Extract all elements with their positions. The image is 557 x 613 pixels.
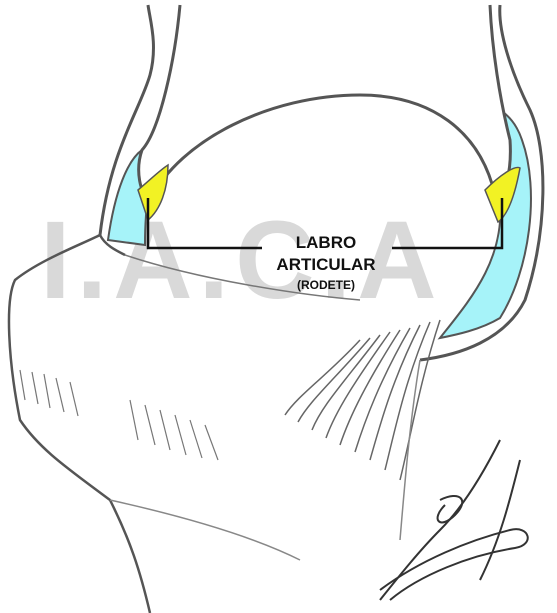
lower-capsule-outline xyxy=(110,360,420,560)
label-line-3: (RODETE) xyxy=(297,278,355,292)
label-line-2: ARTICULAR xyxy=(276,255,375,274)
capsule-fibers xyxy=(285,320,440,480)
watermark-text: I.A.C.A xyxy=(40,199,443,322)
scapula-hatching xyxy=(20,370,218,460)
label-line-1: LABRO xyxy=(296,233,356,252)
humeral-head-outline xyxy=(139,5,511,200)
